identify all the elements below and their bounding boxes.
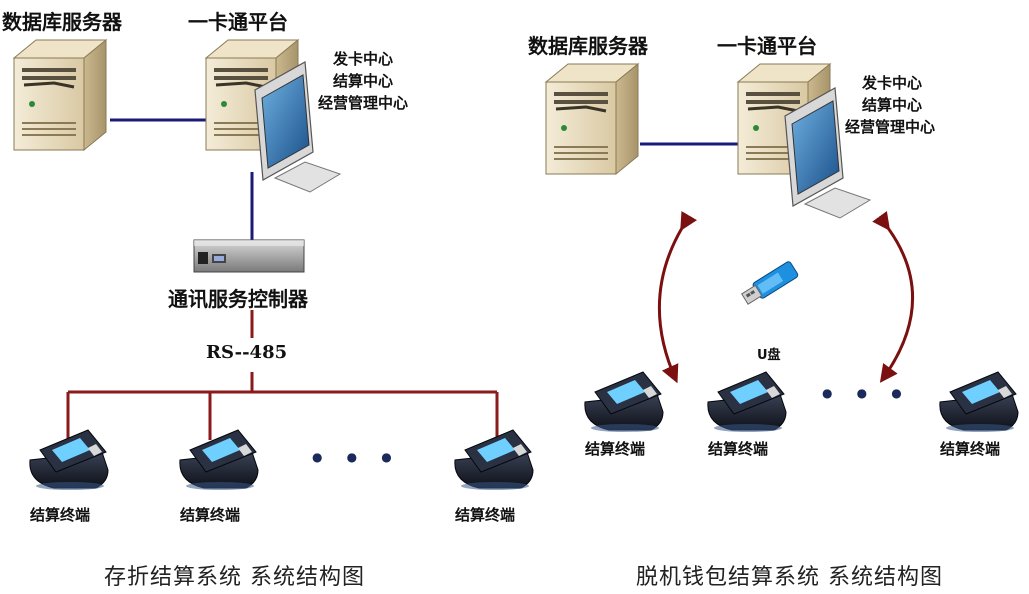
left-caption: 存折结算系统 系统结构图 bbox=[104, 565, 365, 590]
rs485-label: RS--485 bbox=[206, 342, 288, 363]
left-center-3: 经营管理中心 bbox=[318, 94, 409, 112]
left-db-server bbox=[12, 38, 108, 152]
left-center-2: 结算中心 bbox=[333, 72, 394, 90]
left-terminal-2-label: 结算终端 bbox=[180, 506, 241, 524]
left-controller-label: 通讯服务控制器 bbox=[168, 287, 308, 311]
right-terminal-2 bbox=[707, 371, 787, 433]
right-terminal-3-label: 结算终端 bbox=[940, 440, 1001, 458]
left-platform-label: 一卡通平台 bbox=[188, 10, 288, 34]
right-sync-arrows bbox=[657, 211, 914, 384]
left-center-1: 发卡中心 bbox=[333, 50, 394, 68]
right-center-3: 经营管理中心 bbox=[845, 118, 936, 136]
left-terminal-3 bbox=[454, 429, 534, 491]
right-ellipsis: ● ● ● bbox=[822, 386, 912, 400]
right-platform-label: 一卡通平台 bbox=[717, 34, 817, 58]
right-center-2: 结算中心 bbox=[862, 96, 923, 114]
left-db-server-label: 数据库服务器 bbox=[2, 10, 122, 34]
left-ellipsis: ● ● ● bbox=[312, 450, 402, 464]
left-terminal-2 bbox=[179, 429, 259, 491]
right-db-server bbox=[544, 62, 640, 176]
left-network-links bbox=[110, 118, 254, 240]
left-terminal-1-label: 结算终端 bbox=[30, 506, 91, 524]
left-terminal-1 bbox=[29, 429, 109, 491]
right-terminal-3 bbox=[939, 371, 1019, 433]
left-controller bbox=[193, 239, 305, 273]
left-rs485-bus bbox=[66, 310, 499, 440]
right-terminal-2-label: 结算终端 bbox=[708, 440, 769, 458]
usb-drive-icon bbox=[741, 261, 799, 305]
right-terminal-1 bbox=[584, 371, 664, 433]
usb-label: U盘 bbox=[757, 348, 781, 363]
left-terminal-3-label: 结算终端 bbox=[455, 506, 516, 524]
right-db-server-label: 数据库服务器 bbox=[528, 34, 648, 58]
right-caption: 脱机钱包结算系统 系统结构图 bbox=[636, 565, 943, 590]
right-center-1: 发卡中心 bbox=[862, 74, 923, 92]
right-terminal-1-label: 结算终端 bbox=[585, 440, 646, 458]
